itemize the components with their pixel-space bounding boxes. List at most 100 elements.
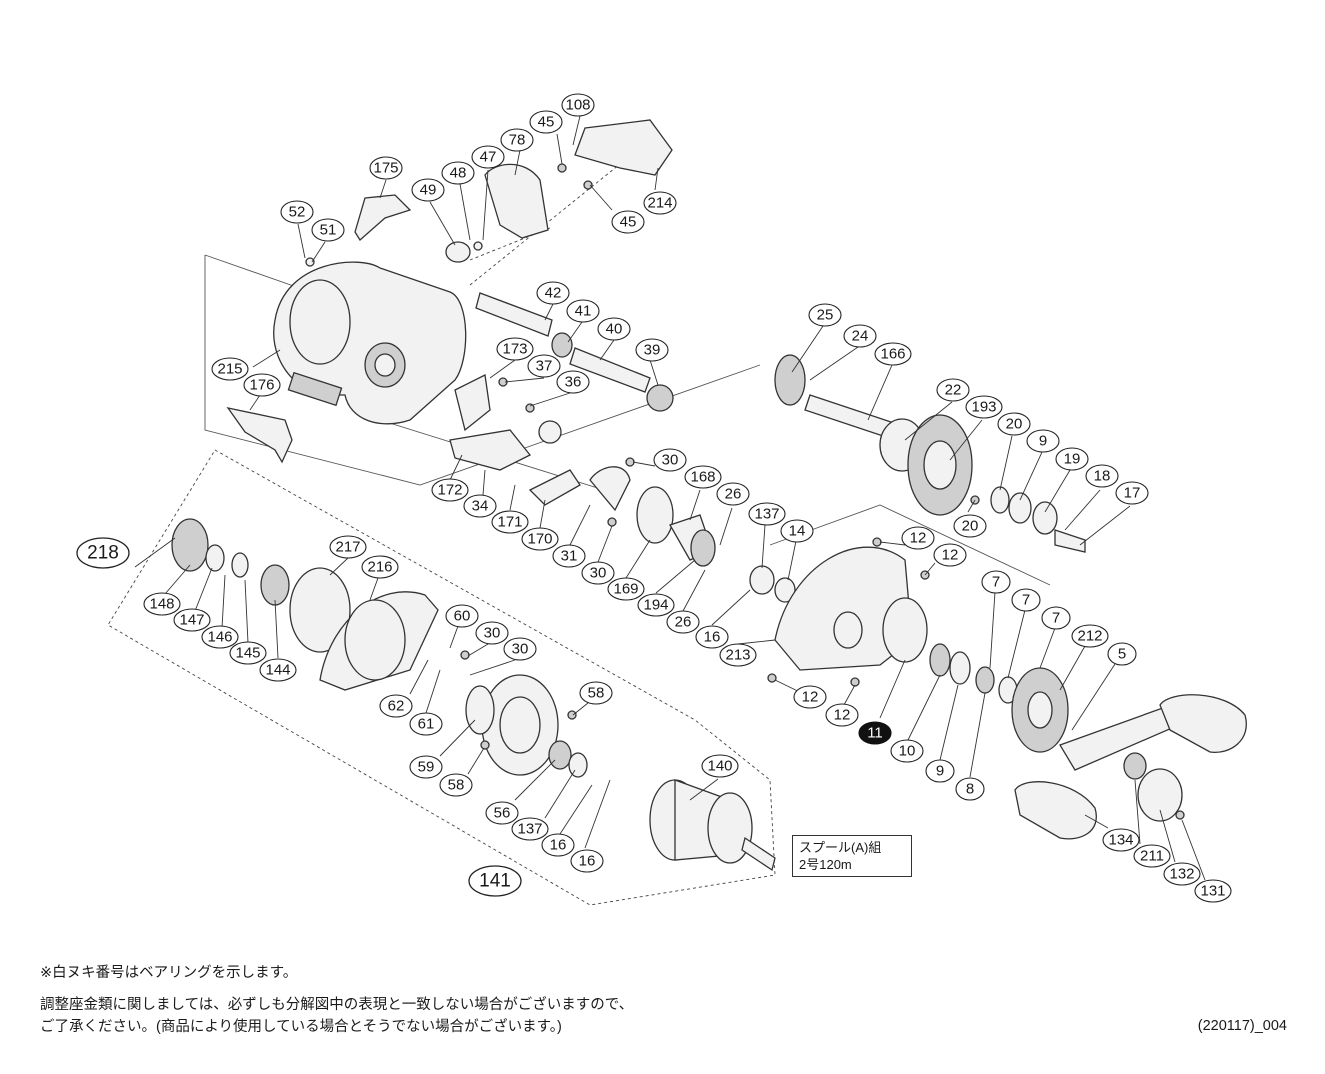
part-label: 30 [581,561,615,585]
svg-text:78: 78 [509,132,526,149]
screws-part [460,163,1185,820]
part-label: 24 [843,324,877,348]
part-label: 145 [229,641,267,665]
part-label: 171 [491,510,529,534]
washer-footnote-line-2: ご了承ください。(商品により使用している場合とそうでない場合がございます。) [40,1019,562,1035]
svg-text:58: 58 [448,777,465,794]
part-label: 146 [201,625,239,649]
svg-text:47: 47 [480,149,497,166]
svg-text:42: 42 [545,285,562,302]
part-label: 214 [643,191,677,215]
svg-text:194: 194 [643,597,668,614]
svg-text:12: 12 [942,547,959,564]
part-label: 12 [901,526,935,550]
part-label: 134 [1102,828,1140,852]
svg-text:19: 19 [1064,451,1081,468]
part-label: 137 [748,502,786,526]
svg-text:193: 193 [971,399,996,416]
svg-text:132: 132 [1169,866,1194,883]
part-label: 26 [716,482,750,506]
svg-text:25: 25 [817,307,834,324]
part-label: 7 [981,570,1011,594]
diagram-code: (220117)_004 [1197,1018,1287,1034]
part-label: 148 [143,592,181,616]
part-label: 7 [1041,606,1071,630]
part-label: 212 [1071,624,1109,648]
part-label: 41 [566,299,600,323]
svg-text:16: 16 [550,837,567,854]
handle-side-plate-part [774,546,1069,753]
svg-text:217: 217 [335,539,360,556]
part-label: 193 [965,395,1003,419]
handle-part [1014,694,1247,840]
svg-text:7: 7 [1022,592,1030,609]
svg-text:18: 18 [1094,468,1111,485]
part-label: 140 [701,754,739,778]
svg-text:24: 24 [852,328,869,345]
clutch-parts [528,466,796,603]
washer-footnote-line-1: 調整座金類に関しましては、必ずしも分解図中の表現と一致しない場合がございますので… [40,997,634,1013]
svg-text:144: 144 [265,662,290,679]
svg-text:169: 169 [613,581,638,598]
part-label: 52 [280,200,314,224]
part-label: 30 [653,448,687,472]
part-label: 25 [808,303,842,327]
svg-text:41: 41 [575,303,592,320]
part-label: 16 [541,833,575,857]
svg-text:11: 11 [867,725,883,742]
svg-text:26: 26 [725,486,742,503]
svg-text:30: 30 [484,625,501,642]
svg-text:168: 168 [690,469,715,486]
part-label: 47 [471,145,505,169]
svg-text:140: 140 [707,758,732,775]
svg-text:51: 51 [320,222,337,239]
svg-text:131: 131 [1200,883,1225,900]
svg-text:218: 218 [87,543,119,564]
svg-text:62: 62 [388,698,405,715]
svg-text:212: 212 [1077,628,1102,645]
part-label: 20 [953,514,987,538]
svg-text:137: 137 [517,821,542,838]
svg-text:146: 146 [207,629,232,646]
svg-text:134: 134 [1108,832,1133,849]
part-label: 8 [955,777,985,801]
part-label: 176 [243,373,281,397]
svg-text:12: 12 [802,689,819,706]
svg-text:45: 45 [620,214,637,231]
svg-text:58: 58 [588,685,605,702]
part-label: 78 [500,128,534,152]
svg-text:10: 10 [899,743,916,760]
svg-text:145: 145 [235,645,260,662]
part-label: 5 [1107,642,1137,666]
part-label: 213 [719,643,757,667]
exploded-parts-diagram: 108 45 78 47 48 49 175 52 51 214 45 42 4… [76,93,1247,906]
part-label: 20 [997,412,1031,436]
svg-text:211: 211 [1140,848,1164,865]
frame-body-part [273,261,467,425]
svg-text:56: 56 [494,805,511,822]
part-label: 22 [936,378,970,402]
svg-text:17: 17 [1124,485,1141,502]
part-label: 60 [445,604,479,628]
part-label: 49 [411,178,445,202]
spool-part [649,779,776,872]
part-label: 58 [579,681,613,705]
svg-text:7: 7 [992,574,1000,591]
bearing-footnote: ※白ヌキ番号はベアリングを示します。 [40,965,298,981]
part-label: 30 [503,637,537,661]
svg-text:30: 30 [512,641,529,658]
svg-text:170: 170 [527,531,552,548]
part-label: 58 [439,773,473,797]
bearing-label: 141 [468,865,522,897]
svg-text:22: 22 [945,382,962,399]
svg-text:5: 5 [1118,646,1126,663]
part-label: 170 [521,527,559,551]
spool-assembly-note: スプール(A)組 2号120m [792,835,912,877]
svg-text:141: 141 [479,871,511,892]
part-label: 7 [1011,588,1041,612]
svg-text:216: 216 [367,559,392,576]
part-label: 45 [611,210,645,234]
spool-line-capacity: 2号120m [799,857,852,872]
part-label: 132 [1163,862,1201,886]
part-label: 147 [173,608,211,632]
